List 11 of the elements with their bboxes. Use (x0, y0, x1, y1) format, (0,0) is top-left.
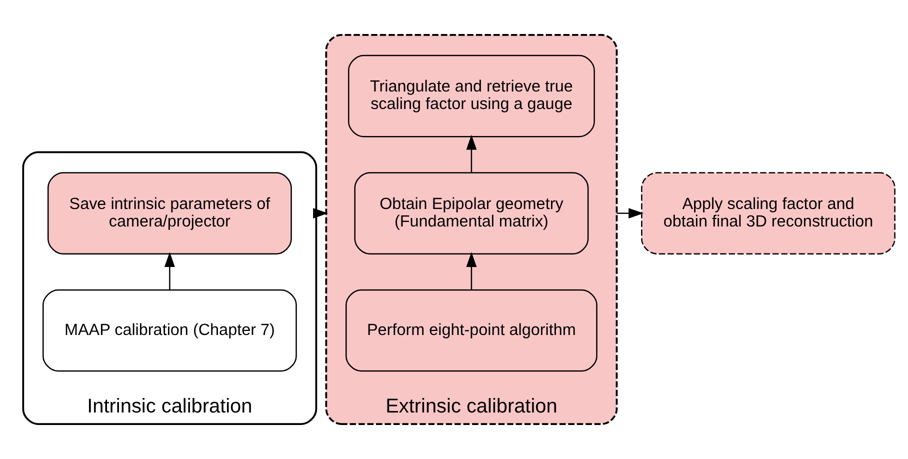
arrow (164, 252, 175, 290)
node-box: Obtain Epipolar geometry (Fundamental matrix) (354, 172, 589, 254)
node-box: MAAP calibration (Chapter 7) (42, 289, 297, 372)
node-box: Apply scaling factor and obtain final 3D reconstruction (641, 172, 896, 254)
node-box: Perform eight-point algorithm (346, 289, 598, 372)
arrow (466, 134, 477, 173)
arrow (616, 208, 644, 219)
arrow (313, 208, 328, 219)
node-box: Save intrinsic parameters of camera/projector (47, 172, 292, 254)
node-box: Triangulate and retrieve true scaling factor using a gauge (348, 54, 595, 138)
arrow (466, 252, 477, 290)
